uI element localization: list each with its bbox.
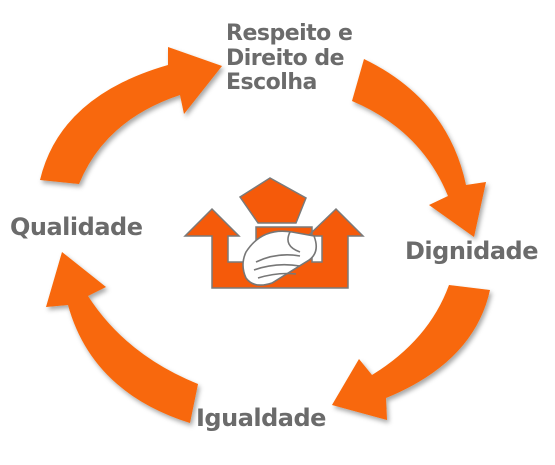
arrow-left-to-top <box>40 47 222 184</box>
label-igualdade: Igualdade <box>196 404 326 432</box>
hand-right <box>253 231 301 279</box>
house-handshake-icon <box>183 177 365 289</box>
cycle-arrow-icon <box>46 252 198 423</box>
arrow-bottom-to-left <box>46 252 198 423</box>
label-line: Direito de <box>226 45 345 71</box>
label-line: Escolha <box>226 70 317 96</box>
label-line: Respeito e <box>226 21 353 46</box>
cycle-arrow-icon <box>40 47 222 184</box>
label-qualidade: Qualidade <box>10 213 143 241</box>
label-dignidade: Dignidade <box>405 237 538 265</box>
hand-left <box>242 230 317 286</box>
handshake-icon <box>242 230 317 286</box>
arrow-right-to-bottom <box>332 285 490 420</box>
house-roof-shape <box>238 177 307 224</box>
cycle-arrow-icon <box>352 59 486 237</box>
label-respeito-direito-escolha: Respeito e Direito de Escolha <box>226 21 353 96</box>
cycle-arrow-icon <box>332 285 490 420</box>
arrow-top-to-right <box>352 59 486 237</box>
